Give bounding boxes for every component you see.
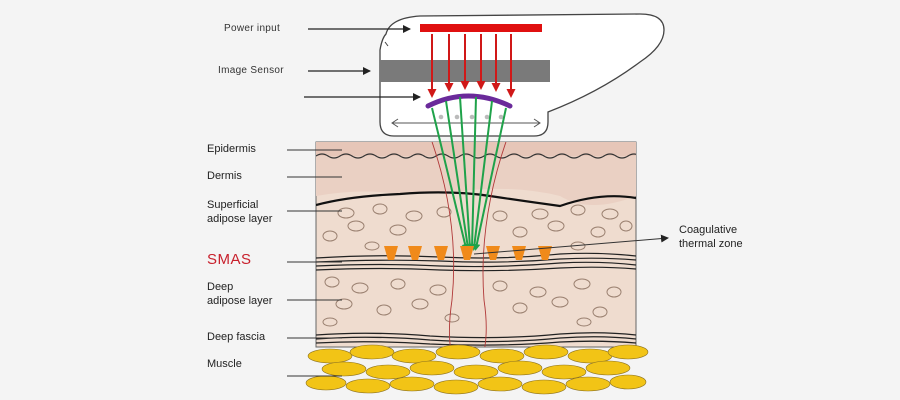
deep-adipose-label: Deep adipose layer	[207, 280, 272, 308]
superficial-adipose-label-line1: Superficial	[207, 199, 259, 211]
transducer-lens	[425, 93, 513, 109]
blood-vessels	[431, 142, 507, 347]
layer-pointer-lines	[287, 149, 342, 377]
smas-label: SMAS	[207, 251, 252, 268]
dermis-label: Dermis	[207, 170, 242, 182]
focused-ultrasound-beams	[431, 96, 507, 251]
coagulative-label-line1: Coagulative	[679, 224, 738, 236]
power-input-label: Power input	[224, 23, 281, 34]
epidermis-line	[316, 153, 636, 159]
thermal-coagulation-points	[384, 246, 552, 260]
power-input-bar	[420, 24, 542, 32]
muscle-cells	[305, 344, 649, 395]
deep-fascia-lines	[316, 332, 636, 346]
coagulative-thermal-zone-label: Coagulative thermal zone	[679, 223, 743, 251]
muscle-label: Muscle	[207, 358, 242, 370]
thermal-point-icon	[434, 246, 448, 260]
dermis-boundary-line	[316, 191, 636, 208]
superficial-adipose-label-line2: adipose layer	[207, 213, 273, 225]
thermal-point-icon	[486, 246, 500, 260]
thermal-point-icon	[460, 246, 474, 260]
deep-fat-cells	[322, 276, 622, 327]
deep-adipose-label-line2: adipose layer	[207, 295, 273, 307]
deep-fascia-label: Deep fascia	[207, 331, 266, 343]
energy-arrows	[427, 34, 516, 98]
transducer-dots	[438, 114, 504, 120]
superficial-adipose-label: Superficial adipose layer	[207, 198, 272, 226]
coagulative-label-line2: thermal zone	[679, 238, 743, 250]
thermal-point-icon	[384, 246, 398, 260]
pointer-arrows-top	[304, 25, 421, 101]
thermal-point-icon	[538, 246, 552, 260]
coagulative-pointer-line	[473, 234, 669, 255]
epidermis-label: Epidermis	[207, 143, 256, 155]
image-sensor-label: Image Sensor	[218, 65, 284, 76]
deep-adipose-label-line1: Deep	[207, 281, 234, 293]
thermal-point-icon	[408, 246, 422, 260]
superficial-fat-cells	[322, 203, 633, 251]
